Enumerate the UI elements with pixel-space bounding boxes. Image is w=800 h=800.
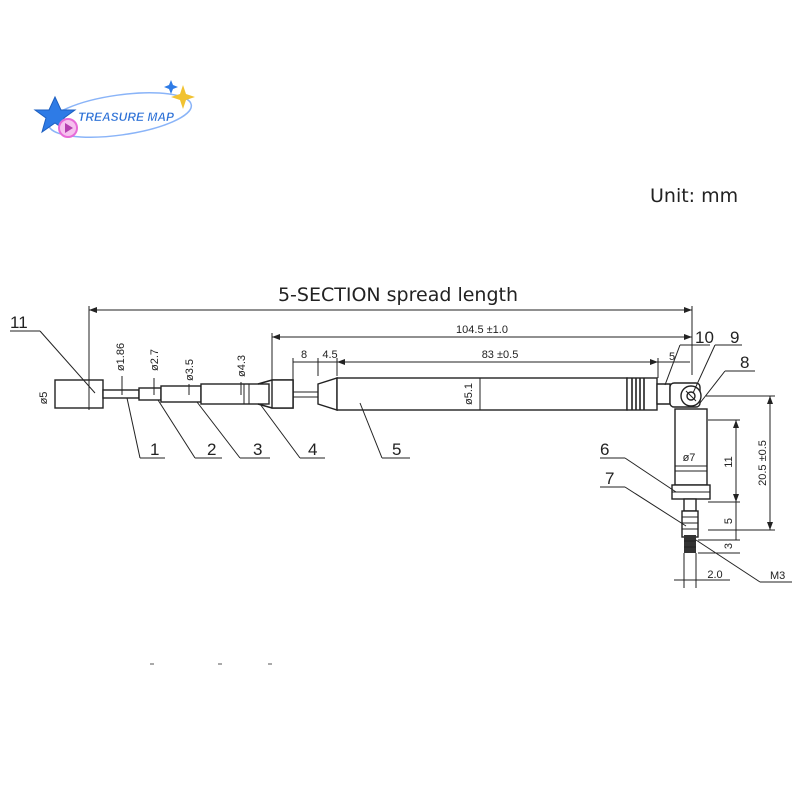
hinge-joint: [669, 382, 702, 408]
dim-2-0-text: 2.0: [707, 569, 722, 581]
spread-length-dimension: [88, 306, 693, 410]
unit-label: Unit: mm: [650, 185, 738, 207]
part-label-7: 7: [605, 469, 614, 488]
dim-5-v-text: 5: [723, 518, 735, 524]
dim-11-text: 11: [723, 456, 735, 467]
dim-83-text: 83 ±0.5: [482, 349, 519, 361]
dim-4-5-text: 4.5: [322, 349, 337, 361]
part-label-6: 6: [600, 440, 609, 459]
dim-20-5-text: 20.5 ±0.5: [757, 440, 769, 486]
logo-text: TREASURE MAP: [78, 110, 175, 124]
dia-s3-text: ø3.5: [184, 359, 196, 381]
part-label-5: 5: [392, 440, 401, 459]
dimension-104-5: 104.5 ±1.0: [271, 324, 692, 380]
dim-8-text: 8: [301, 349, 307, 361]
part-labels: 11 1 2 3 4 5 6 7 8 9 10: [10, 313, 755, 527]
dim-total-text: 104.5 ±1.0: [456, 324, 508, 336]
treasure-map-logo: TREASURE MAP: [33, 80, 195, 138]
dim-m3-text: M3: [770, 570, 785, 582]
dimension-8-4-5: 8 4.5: [292, 349, 338, 382]
dia-s4-text: ø4.3: [236, 355, 248, 377]
antenna-tip: ø5: [38, 379, 104, 409]
part-label-8: 8: [740, 353, 749, 372]
antenna-base: ø7: [671, 408, 711, 553]
dia-tip-text: ø5: [38, 392, 50, 405]
diagram-title: 5-SECTION spread length: [278, 284, 518, 306]
dia-s1-text: ø1.86: [115, 343, 127, 371]
part-label-3: 3: [253, 440, 262, 459]
dia-s5-text: ø5.1: [463, 383, 475, 405]
dia-s2-text: ø2.7: [149, 349, 161, 371]
part-label-4: 4: [308, 440, 317, 459]
dim-3-text: 3: [723, 543, 735, 549]
part-label-11: 11: [10, 313, 28, 332]
dimension-83: 83 ±0.5 5: [337, 349, 690, 378]
part-label-2: 2: [207, 440, 216, 459]
sparkle-icon: [171, 85, 195, 109]
part-label-10: 10: [695, 328, 714, 347]
dim-5-top-text: 5: [669, 351, 675, 363]
antenna-sections: ø1.86 ø2.7 ø3.5 ø4.3: [102, 343, 270, 405]
part-label-1: 1: [150, 440, 159, 459]
vertical-dimensions: 20.5 ±0.5 11 5 3 2.0 M3: [674, 395, 792, 588]
dia-base-text: ø7: [683, 452, 696, 464]
antenna-body: ø5.1: [257, 377, 671, 411]
part-label-9: 9: [730, 328, 739, 347]
